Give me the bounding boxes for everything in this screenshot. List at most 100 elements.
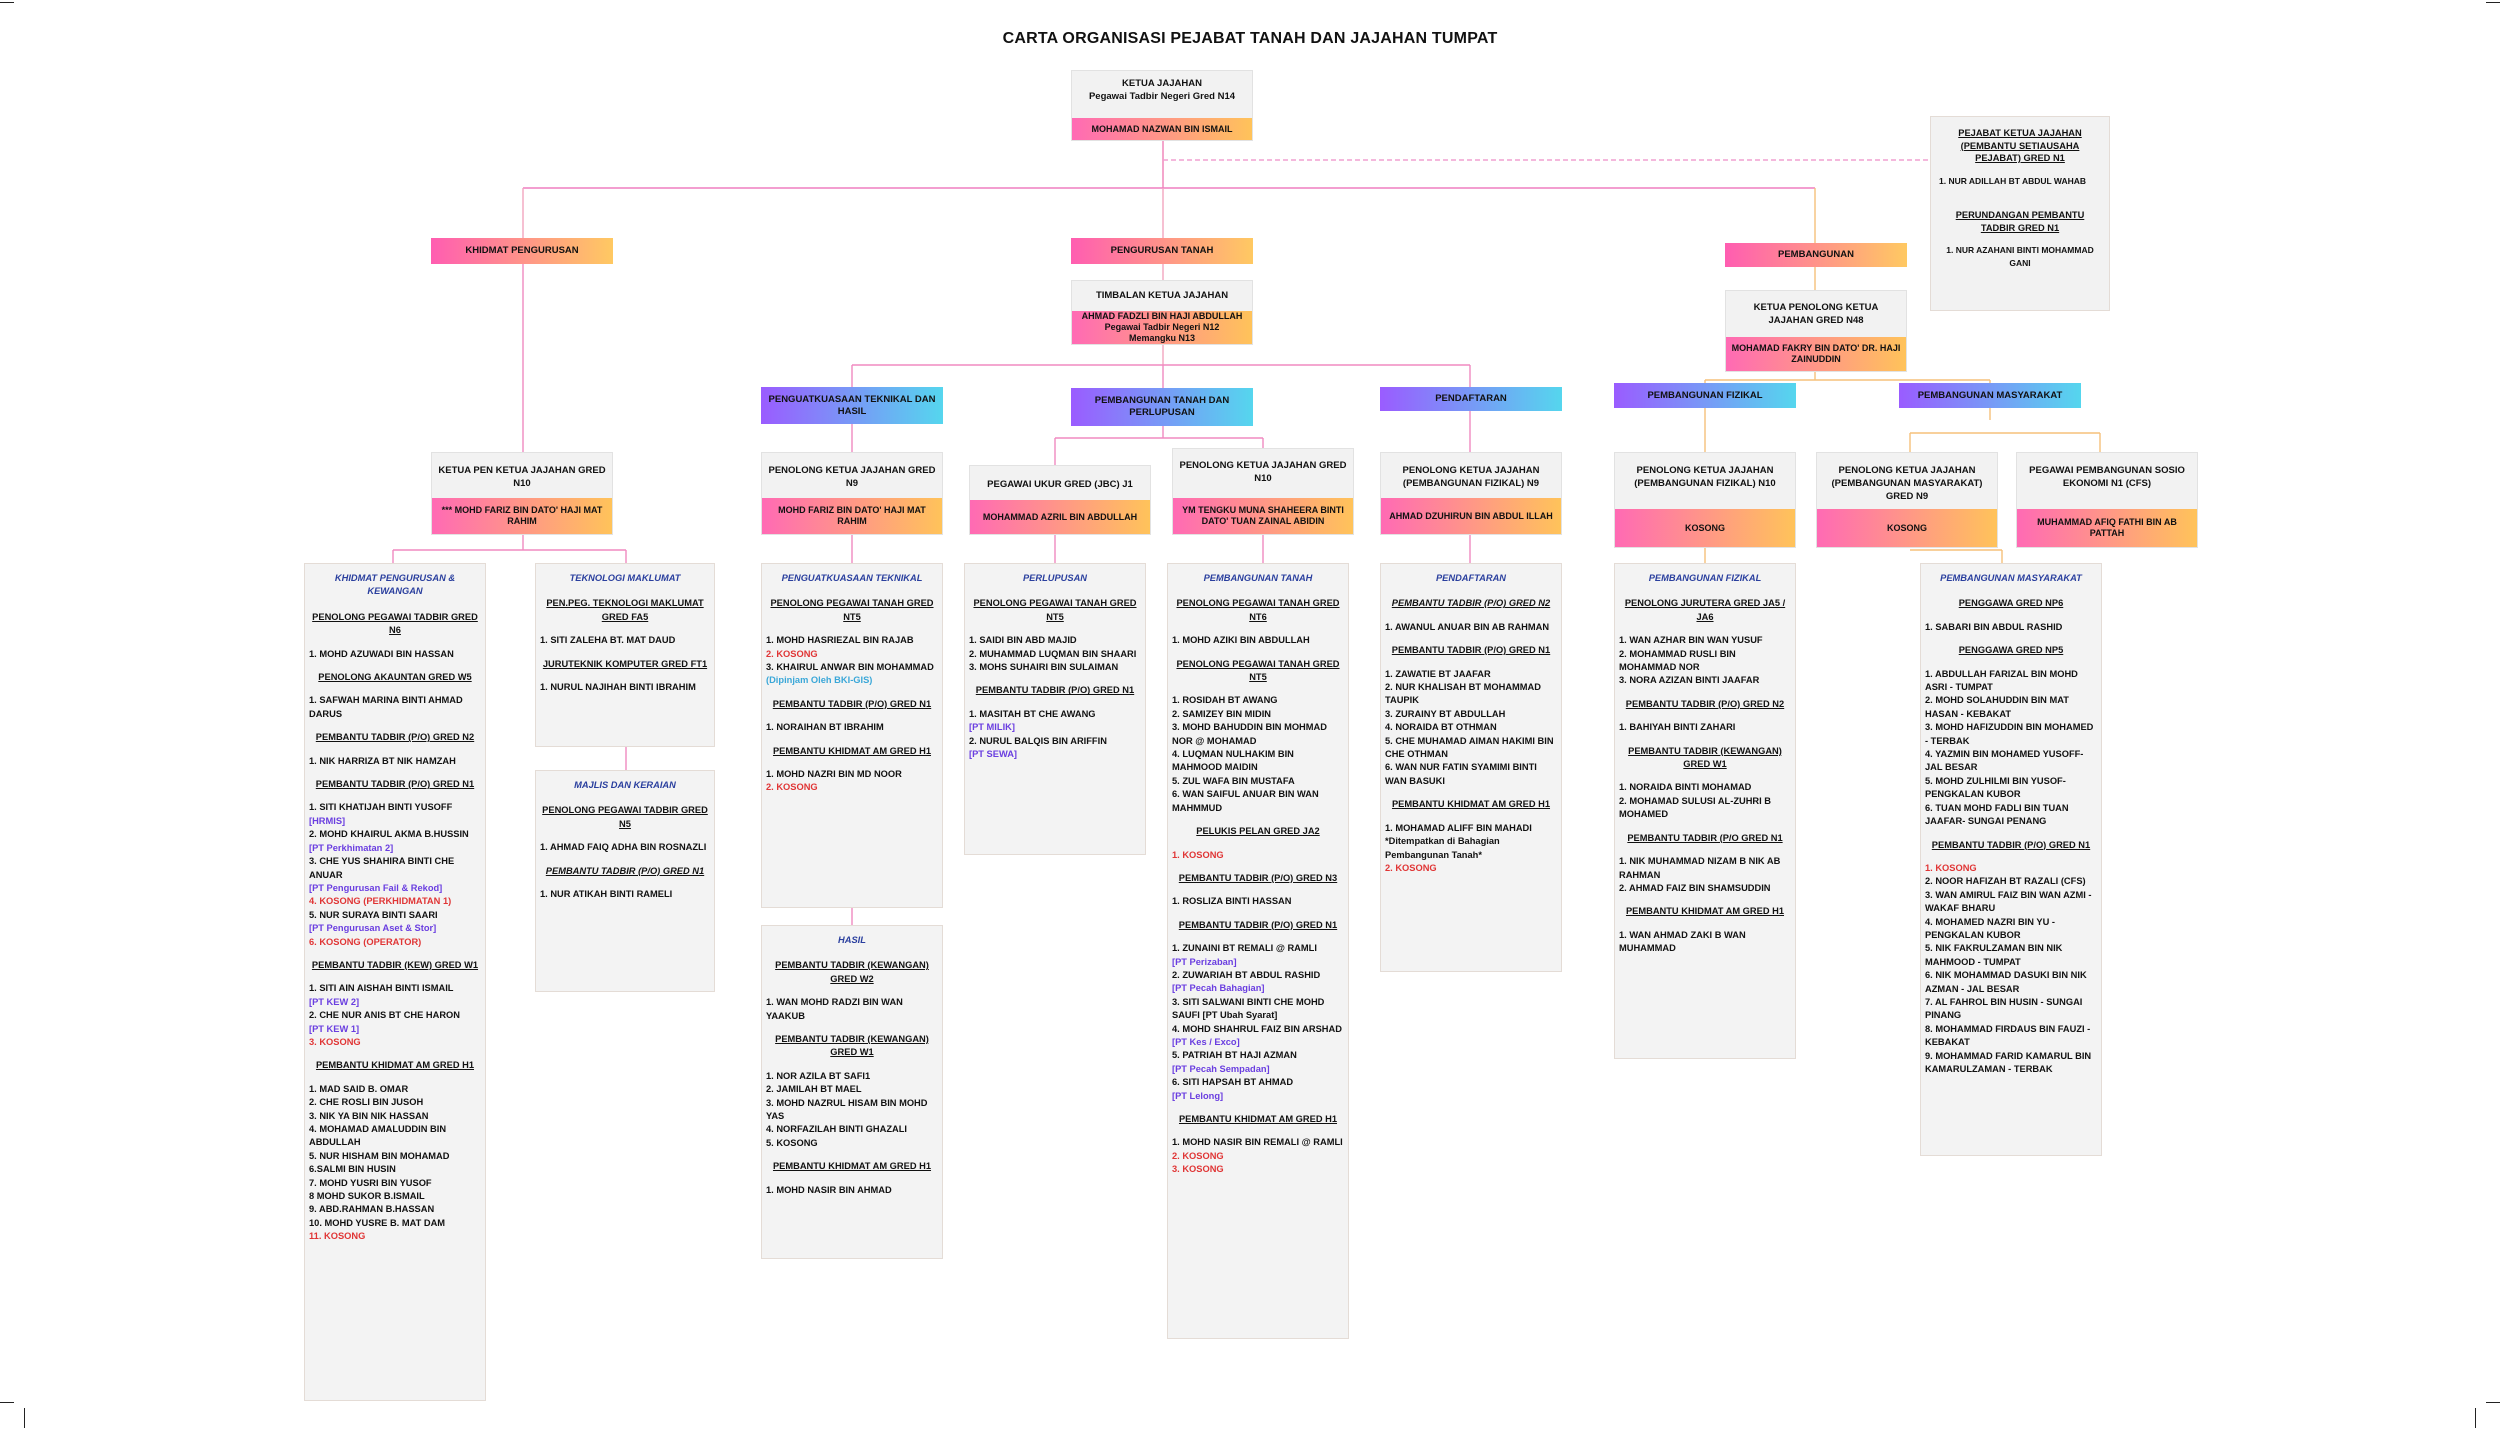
perundangan-item: 1. NUR AZAHANI BINTI MOHAMMAD GANI xyxy=(1946,245,2094,268)
list-item: [PT MILIK] xyxy=(969,722,1015,733)
staff-list: 1. SAIDI BIN ABD MAJID 2. MUHAMMAD LUQMAN… xyxy=(969,634,1141,674)
group-heading: PEMBANTU TADBIR (P/O) GRED N1 xyxy=(975,685,1135,696)
head-khidmat-title: KETUA PEN KETUA JAJAHAN GRED N10 xyxy=(438,465,606,489)
page-title: CARTA ORGANISASI PEJABAT TANAH DAN JAJAH… xyxy=(1002,30,1498,47)
list-item: 4. NORAIDA BT OTHMAN xyxy=(1385,722,1497,733)
list-item: [PT Pecah Bahagian] xyxy=(1172,983,1265,994)
panel-title: PENGUATKUASAAN TEKNIKAL xyxy=(781,573,923,583)
list-item: 1. SABARI BIN ABDUL RASHID xyxy=(1925,621,2063,632)
list-item: [PT Pengurusan Aset & Stor] xyxy=(309,923,437,934)
list-item: 3. MOHS SUHAIRI BIN SULAIMAN xyxy=(969,662,1119,673)
list-item: 3. MOHD BAHUDDIN BIN MOHMAD NOR @ MOHAMA… xyxy=(1172,722,1327,746)
group-heading: PEMBANTU TADBIR (P/O) GRED N1 xyxy=(1391,645,1551,656)
group-heading: JURUTEKNIK KOMPUTER GRED FT1 xyxy=(542,658,708,669)
group-heading: PEMBANTU KHIDMAT AM GRED H1 xyxy=(1625,906,1785,917)
staff-list: 1. MOHAMAD ALIFF BIN MAHADI*Ditempatkan … xyxy=(1385,822,1557,876)
staff-list: 1. WAN AHMAD ZAKI B WAN MUHAMMAD xyxy=(1619,929,1791,956)
list-item: 4. MOHD SHAHRUL FAIZ BIN ARSHAD xyxy=(1172,1023,1342,1034)
ketua-penolong-name: MOHAMAD FAKRY BIN DATO' DR. HAJI ZAINUDD… xyxy=(1726,337,1906,371)
staff-list: 1. NUR ATIKAH BINTI RAMELI xyxy=(540,888,710,901)
list-item: [PT KEW 2] xyxy=(309,996,360,1007)
list-item: 4. YAZMIN BIN MOHAMED YUSOFF- JAL BESAR xyxy=(1925,749,2084,773)
list-item: 2. MOHD KHAIRUL AKMA B.HUSSIN xyxy=(309,829,469,840)
group-heading: PENOLONG PEGAWAI TADBIR GRED N6 xyxy=(312,611,478,636)
list-item: [PT SEWA] xyxy=(969,749,1018,760)
list-item: 7. MOHD YUSRI BIN YUSOF xyxy=(309,1177,432,1188)
list-item: 2. MUHAMMAD LUQMAN BIN SHAARI xyxy=(969,648,1137,659)
list-item: 1. MAD SAID B. OMAR xyxy=(309,1083,409,1094)
group-heading: PEMBANTU KHIDMAT AM GRED H1 xyxy=(1178,1114,1338,1124)
list-item: 1. MOHD HASRIEZAL BIN RAJAB xyxy=(766,635,914,646)
list-item: *Ditempatkan di Bahagian Pembangunan Tan… xyxy=(1385,836,1500,860)
group-heading: PEMBANTU TADBIR (P/O) GRED N1 xyxy=(545,865,705,876)
group-heading: PENGGAWA GRED NP6 xyxy=(1958,598,2064,609)
group-heading: PEMBANTU TADBIR (KEWANGAN) GRED W1 xyxy=(775,1034,929,1058)
group-heading: PEMBANTU KHIDMAT AM GRED H1 xyxy=(1391,799,1551,810)
list-item: 5. MOHD ZULHILMI BIN YUSOF- PENGKALAN KU… xyxy=(1925,775,2066,800)
list-item: 4. KOSONG (PERKHIDMATAN 1) xyxy=(309,896,452,907)
ketua-title: KETUA JAJAHAN Pegawai Tadbir Negeri Gred… xyxy=(1072,71,1252,107)
staff-list: 1. SITI ZALEHA BT. MAT DAUD xyxy=(540,634,710,647)
head-masyarakat-name: KOSONG xyxy=(1817,509,1997,547)
staff-list: 1. MASITAH BT CHE AWANG[PT MILIK]2. NURU… xyxy=(969,708,1141,762)
ketua-penolong-title: KETUA PENOLONG KETUA JAJAHAN GRED N48 xyxy=(1753,302,1879,326)
group-heading: PEN.PEG. TEKNOLOGI MAKLUMAT GRED FA5 xyxy=(546,598,704,622)
list-item: 1. NOR AZILA BT SAFI1 xyxy=(766,1070,871,1081)
list-item: 1. AHMAD FAIQ ADHA BIN ROSNAZLI xyxy=(540,842,707,853)
staff-list: 1. NORAIHAN BT IBRAHIM xyxy=(766,721,938,734)
head-khidmat: KETUA PEN KETUA JAJAHAN GRED N10 *** MOH… xyxy=(431,452,613,535)
list-item: 4. LUQMAN NULHAKIM BIN MAHMOOD MAIDIN xyxy=(1172,749,1294,773)
head-pembangunan-tanah-name: YM TENGKU MUNA SHAHEERA BINTI DATO' TUAN… xyxy=(1173,498,1353,534)
ketua-jajahan-box: KETUA JAJAHAN Pegawai Tadbir Negeri Gred… xyxy=(1071,70,1253,141)
list-item: 1. KOSONG xyxy=(1925,862,1977,873)
list-item: 6. SITI HAPSAH BT AHMAD xyxy=(1172,1077,1294,1088)
list-item: 1. ZAWATIE BT JAAFAR xyxy=(1385,668,1491,679)
list-item: 1. BAHIYAH BINTI ZAHARI xyxy=(1619,722,1736,733)
list-item: 1. AWANUL ANUAR BIN AB RAHMAN xyxy=(1385,621,1550,632)
ketua-grade: Pegawai Tadbir Negeri Gred N14 xyxy=(1088,91,1236,102)
list-item: 1. ROSIDAH BT AWANG xyxy=(1172,695,1278,706)
list-item: 1. NUR ATIKAH BINTI RAMELI xyxy=(540,889,673,900)
list-item: 3. MOHD HAFIZUDDIN BIN MOHAMED - TERBAK xyxy=(1925,722,2094,746)
list-item: 7. AL FAHROL BIN HUSIN - SUNGAI PINANG xyxy=(1925,996,2083,1021)
list-item: 1. NIK HARRIZA BT NIK HAMZAH xyxy=(309,755,456,766)
unit-pembangunan-fizikal: PEMBANGUNAN FIZIKAL xyxy=(1614,383,1796,408)
list-item: 1. NURUL NAJIHAH BINTI IBRAHIM xyxy=(540,682,696,693)
timbalan-grade: Pegawai Tadbir Negeri N12 xyxy=(1104,322,1220,332)
group-heading: PELUKIS PELAN GRED JA2 xyxy=(1196,826,1320,837)
list-item: 1. SAIDI BIN ABD MAJID xyxy=(969,635,1077,646)
list-item: 4. MOHAMAD AMALUDDIN BIN ABDULLAH xyxy=(309,1124,447,1148)
list-item: 3. CHE YUS SHAHIRA BINTI CHE ANUAR xyxy=(309,856,455,880)
staff-list: 1. SITI KHATIJAH BINTI YUSOFF[HRMIS]2. M… xyxy=(309,801,481,948)
list-item: 1. SAFWAH MARINA BINTI AHMAD DARUS xyxy=(309,695,463,719)
list-item: [PT KEW 1] xyxy=(309,1023,360,1034)
list-item: 5. ZUL WAFA BIN MUSTAFA xyxy=(1172,775,1295,786)
division-pembangunan: PEMBANGUNAN xyxy=(1725,243,1907,267)
staff-list: 1. AWANUL ANUAR BIN AB RAHMAN xyxy=(1385,621,1557,634)
panel-title: PENDAFTARAN xyxy=(1435,573,1507,583)
head-pendaftaran-name: AHMAD DZUHIRUN BIN ABDUL ILLAH xyxy=(1381,498,1561,534)
list-item: 5. KOSONG xyxy=(766,1137,818,1148)
list-item: 4. NORFAZILAH BINTI GHAZALI xyxy=(766,1124,907,1135)
timbalan-name-block: AHMAD FADZLI BIN HAJI ABDULLAH Pegawai T… xyxy=(1072,311,1252,344)
list-item: 10. MOHD YUSRE B. MAT DAM xyxy=(309,1217,446,1228)
timbalan-name: AHMAD FADZLI BIN HAJI ABDULLAH xyxy=(1081,311,1243,321)
list-item: 9. MOHAMMAD FARID KAMARUL BIN KAMARULZAM… xyxy=(1925,1050,2092,1074)
head-khidmat-name: *** MOHD FARIZ BIN DATO' HAJI MAT RAHIM xyxy=(432,498,612,534)
group-heading: PEMBANTU KHIDMAT AM GRED H1 xyxy=(772,1161,932,1172)
panel-title: KHIDMAT PENGURUSAN & KEWANGAN xyxy=(334,573,456,597)
list-item: [PT Perizaban] xyxy=(1172,956,1237,967)
list-item: 2. MOHAMAD SULUSI AL-ZUHRI B MOHAMED xyxy=(1619,795,1772,820)
panel-title: PEMBANGUNAN FIZIKAL xyxy=(1648,573,1762,583)
group-heading: PEMBANTU TADBIR (KEW) GRED W1 xyxy=(311,959,479,970)
list-item: 1. SITI ZALEHA BT. MAT DAUD xyxy=(540,635,676,646)
staff-list: 1. MOHD AZIKI BIN ABDULLAH xyxy=(1172,634,1344,647)
list-item: 6. KOSONG (OPERATOR) xyxy=(309,936,422,947)
head-penguatkuasaan: PENOLONG KETUA JAJAHAN GRED N9 MOHD FARI… xyxy=(761,452,943,535)
